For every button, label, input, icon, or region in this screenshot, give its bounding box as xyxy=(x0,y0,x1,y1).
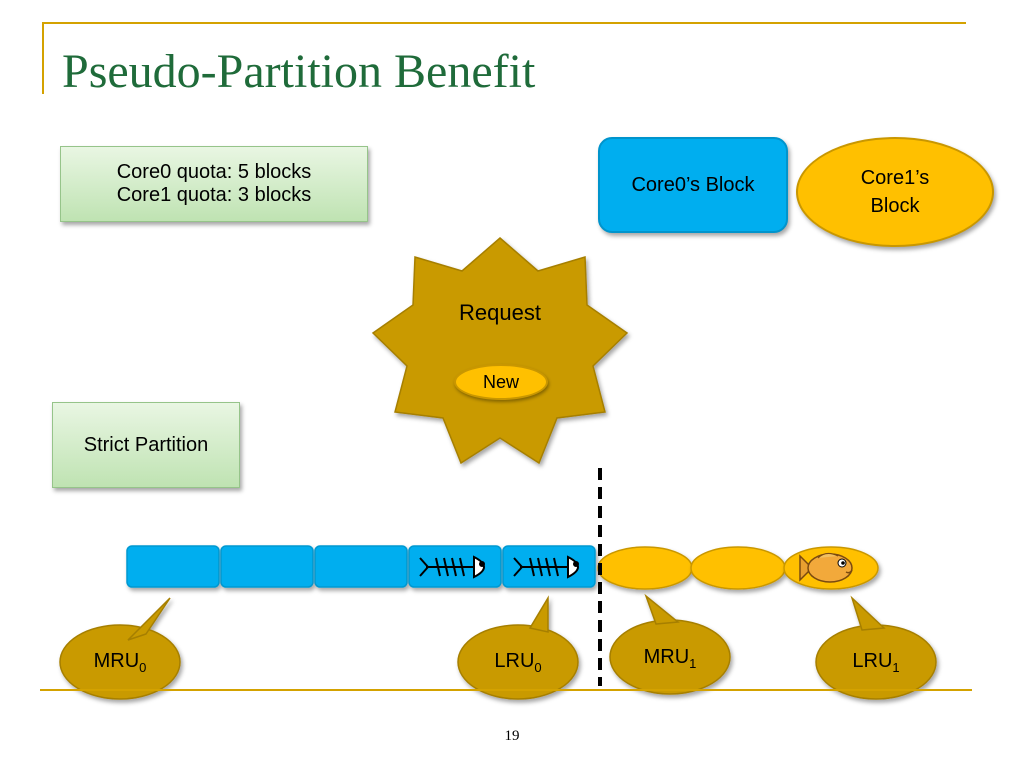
legend-core1-label-line1: Core1’s xyxy=(860,167,930,189)
fish-bones-icon xyxy=(419,555,485,579)
mru0-label: MRU0 xyxy=(93,650,147,675)
core1-block-1 xyxy=(597,546,693,590)
core0-block-1 xyxy=(126,545,220,588)
pointer-mru1 xyxy=(609,593,731,695)
core0-block-2 xyxy=(220,545,314,588)
slide-title: Pseudo-Partition Benefit xyxy=(62,45,536,98)
pointer-lru1 xyxy=(815,595,937,700)
fish-bones-icon xyxy=(513,555,579,579)
pointer-lru0 xyxy=(457,595,579,700)
core0-blocks xyxy=(126,545,596,588)
core0-block-3 xyxy=(314,545,408,588)
request-label: Request xyxy=(459,300,541,325)
pointer-mru0 xyxy=(59,597,181,700)
quota-box: Core0 quota: 5 blocks Core1 quota: 3 blo… xyxy=(60,146,368,222)
quota-core1: Core1 quota: 3 blocks xyxy=(116,184,312,206)
new-label: New xyxy=(482,371,519,392)
new-request-badge: New xyxy=(454,364,548,400)
strict-partition-box: Strict Partition xyxy=(52,402,240,488)
legend-core0-label: Core0’s Block xyxy=(631,173,755,196)
core1-block-2 xyxy=(690,546,786,590)
title-accent-bar xyxy=(42,22,44,94)
legend-core1-block: Core1’s Block xyxy=(796,137,994,247)
legend-core0-block: Core0’s Block xyxy=(598,137,788,233)
legend-core1-label-line2: Block xyxy=(870,195,920,217)
request-starburst xyxy=(371,237,629,465)
goldfish-icon xyxy=(799,552,853,583)
lru1-label: LRU1 xyxy=(852,650,900,675)
lru0-label: LRU0 xyxy=(494,650,542,675)
mru1-label: MRU1 xyxy=(643,646,697,671)
quota-core0: Core0 quota: 5 blocks xyxy=(116,161,312,183)
title-accent-line xyxy=(42,22,966,24)
page-number: 19 xyxy=(504,728,520,744)
strict-partition-label: Strict Partition xyxy=(83,433,209,456)
